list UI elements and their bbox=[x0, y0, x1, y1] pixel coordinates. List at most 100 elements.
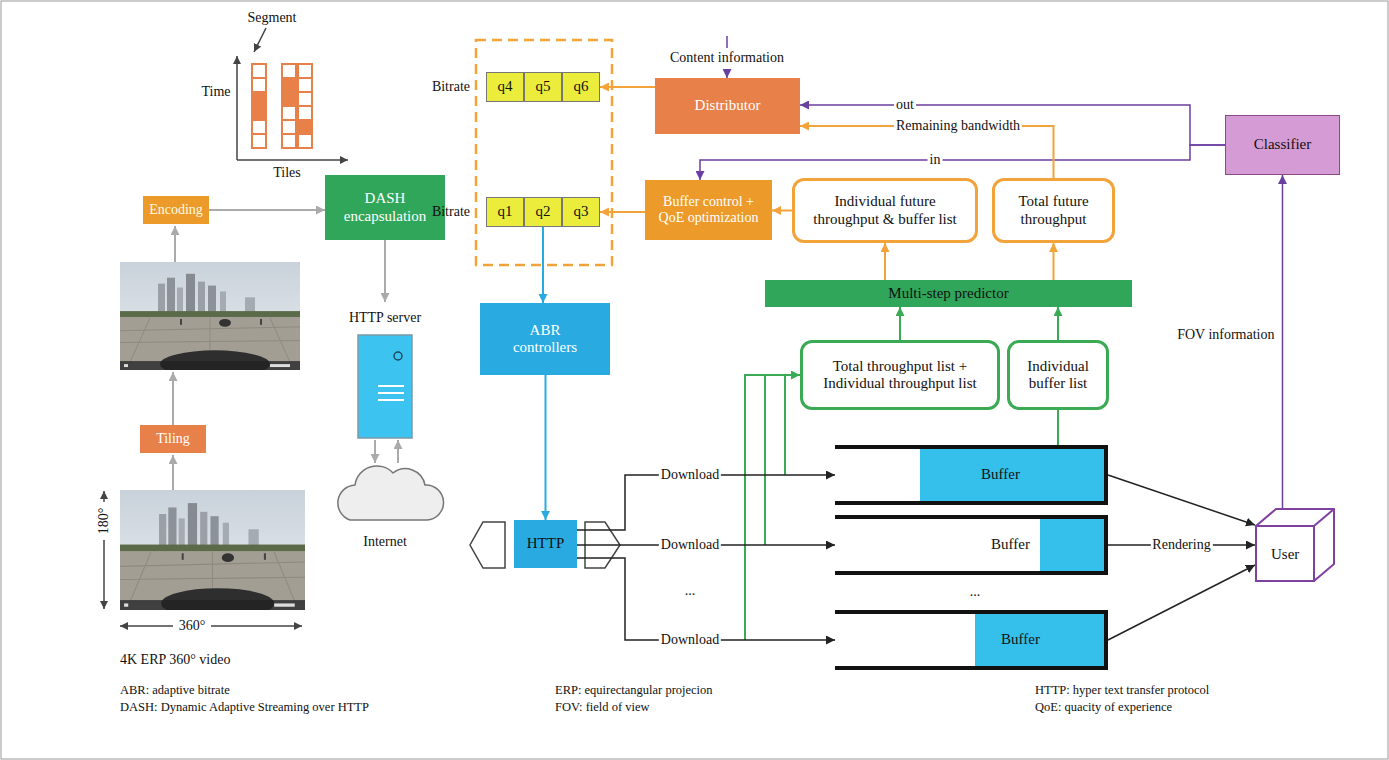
connector bbox=[577, 475, 835, 530]
connector bbox=[1057, 307, 1059, 340]
erp-video-frame bbox=[120, 262, 300, 378]
node-text: Distributor bbox=[695, 97, 761, 114]
connector bbox=[700, 145, 1225, 180]
angle-label: 360° bbox=[179, 618, 206, 634]
node-text: Total future throughput bbox=[1001, 193, 1106, 228]
connector bbox=[600, 211, 645, 213]
buffer-bar: Buffer bbox=[835, 610, 1108, 670]
data-box: Total future throughput bbox=[992, 178, 1115, 243]
axis-label: Time bbox=[201, 84, 230, 100]
node-text: Tiling bbox=[156, 431, 190, 447]
node-text: q6 bbox=[574, 78, 589, 95]
connector bbox=[884, 243, 886, 280]
node-text: HTTP bbox=[527, 535, 565, 552]
ellipsis: ... bbox=[685, 583, 696, 599]
segment-tile-chart bbox=[237, 28, 348, 160]
edge-label: Download bbox=[659, 537, 721, 553]
node-text: Individual future throughput & buffer li… bbox=[803, 193, 968, 228]
edge-label: out bbox=[894, 97, 916, 113]
row-label: Bitrate bbox=[432, 204, 470, 220]
data-box: Total throughput list + Individual throu… bbox=[800, 340, 1000, 410]
image-caption: 4K ERP 360° video bbox=[120, 652, 230, 668]
edge-label: in bbox=[928, 152, 943, 168]
throughput-wires bbox=[744, 375, 800, 640]
internet-cloud bbox=[338, 466, 444, 520]
icon-label: Internet bbox=[363, 534, 407, 550]
node-text: Multi-step predictor bbox=[888, 285, 1008, 302]
node-text: ABR controllers bbox=[505, 322, 585, 357]
node-text: Classifier bbox=[1254, 136, 1312, 153]
row-label: Bitrate bbox=[432, 79, 470, 95]
edge-label: Download bbox=[659, 632, 721, 648]
connector bbox=[209, 209, 325, 211]
edge-label: Download bbox=[659, 467, 721, 483]
connector bbox=[772, 210, 792, 212]
connector bbox=[600, 86, 655, 88]
server-icon bbox=[358, 335, 412, 438]
bitrate-cell: q6 bbox=[562, 72, 600, 102]
connection-shape bbox=[470, 522, 505, 568]
erp-video-frame bbox=[120, 490, 305, 619]
axis-label: Segment bbox=[248, 10, 297, 26]
footnote: ABR: adaptive bitrate bbox=[120, 683, 230, 697]
process-box: Multi-step predictor bbox=[765, 280, 1132, 307]
ellipsis: ... bbox=[970, 584, 981, 600]
icon-label: HTTP server bbox=[349, 310, 421, 326]
data-box: Individual future throughput & buffer li… bbox=[792, 178, 978, 243]
connector bbox=[577, 558, 835, 640]
footnote: ERP: equirectangular projecion bbox=[555, 683, 713, 697]
protocol-box: HTTP bbox=[514, 520, 577, 568]
node-text: Individual buffer list bbox=[1016, 358, 1100, 393]
node-text: Buffer control + QoE optimization bbox=[651, 194, 766, 226]
node-text: Buffer bbox=[1001, 631, 1040, 648]
footnote: DASH: Dynamic Adaptive Streaming over HT… bbox=[120, 700, 369, 714]
footnote: FOV: field of view bbox=[555, 700, 650, 714]
bitrate-cell: q3 bbox=[562, 197, 600, 227]
node-text: Total throughput list + Individual throu… bbox=[810, 358, 990, 393]
input-label: Content information bbox=[670, 50, 784, 66]
edge-label: FOV information bbox=[1175, 327, 1276, 343]
process-box: Classifier bbox=[1225, 115, 1340, 175]
dimension-arrows bbox=[104, 491, 302, 626]
node-text: Encoding bbox=[149, 202, 203, 218]
process-box: Encoding bbox=[143, 196, 209, 224]
edge-label: Remaining bandwidth bbox=[894, 118, 1022, 134]
process-box: DASH encapsulation bbox=[325, 175, 445, 240]
node-text: q2 bbox=[536, 203, 551, 220]
angle-label: 180° bbox=[96, 508, 112, 535]
node-text: q3 bbox=[574, 203, 589, 220]
connector bbox=[545, 375, 547, 520]
edge-label: Rendering bbox=[1150, 537, 1212, 553]
node-text: q5 bbox=[536, 78, 551, 95]
bitrate-cell: q1 bbox=[486, 197, 524, 227]
process-box: Buffer control + QoE optimization bbox=[645, 180, 772, 240]
buffer-bar: Buffer bbox=[835, 515, 1108, 575]
node-text: Buffer bbox=[981, 466, 1020, 483]
cube-outline bbox=[1255, 508, 1335, 582]
bitrate-cell: q5 bbox=[524, 72, 562, 102]
connector bbox=[899, 307, 901, 340]
node-text: q4 bbox=[498, 78, 513, 95]
user-cube: User bbox=[1255, 508, 1335, 582]
connector bbox=[1108, 565, 1255, 640]
data-box: Individual buffer list bbox=[1007, 340, 1109, 410]
process-box: Tiling bbox=[140, 425, 206, 453]
buffer-bar: Buffer bbox=[835, 445, 1108, 505]
bitrate-cell: q4 bbox=[486, 72, 524, 102]
node-text: Buffer bbox=[991, 536, 1030, 553]
connector bbox=[1057, 410, 1059, 445]
connector bbox=[542, 227, 544, 303]
bitrate-cell: q2 bbox=[524, 197, 562, 227]
process-box: Distributor bbox=[655, 78, 800, 134]
process-box: ABR controllers bbox=[480, 303, 610, 375]
connector bbox=[1053, 243, 1055, 280]
footnote: QoE: quacity of experience bbox=[1035, 700, 1172, 714]
footnote: HTTP: hyper text transfer protocol bbox=[1035, 683, 1209, 697]
connector bbox=[1282, 175, 1284, 508]
connector bbox=[1108, 475, 1255, 525]
node-text: User bbox=[1271, 546, 1299, 563]
node-text: DASH encapsulation bbox=[333, 190, 438, 225]
axis-label: Tiles bbox=[273, 165, 301, 181]
